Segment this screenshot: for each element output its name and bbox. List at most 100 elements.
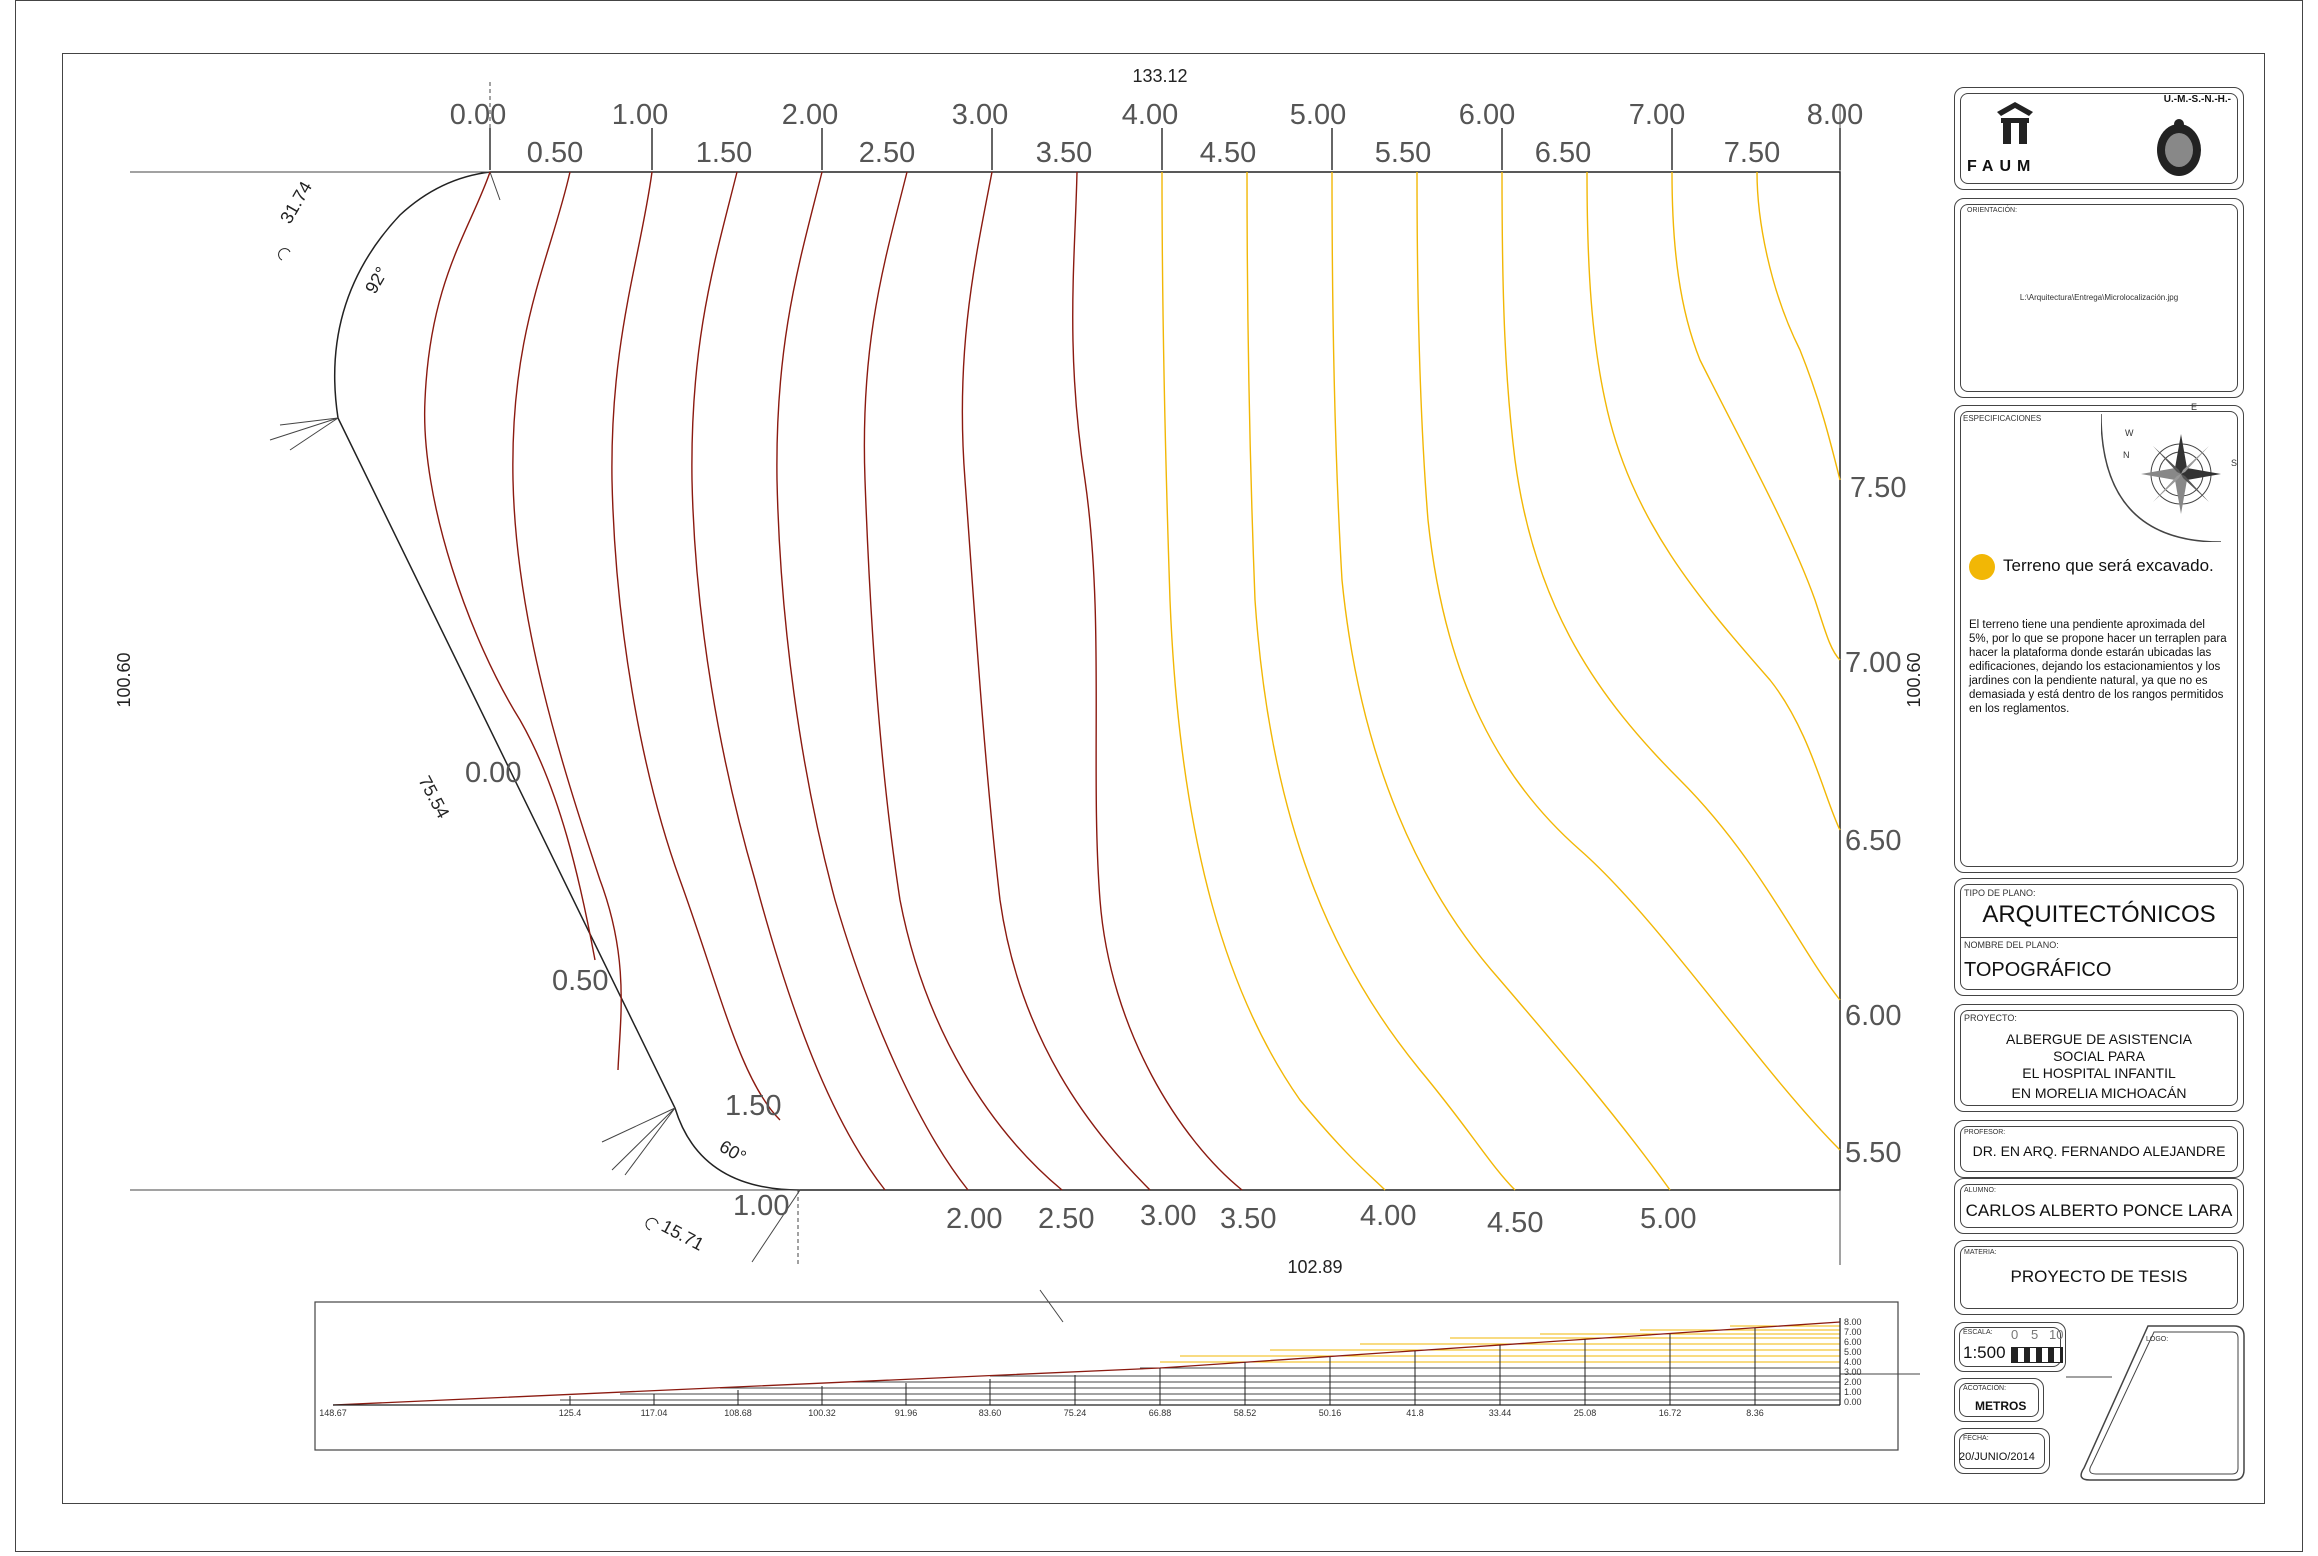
contour-1-00 xyxy=(611,171,781,1121)
tb-acotacion: ACOTACIÓN: METROS xyxy=(1954,1378,2044,1422)
faum-logo-icon xyxy=(1993,98,2037,148)
top-level-3: 3.00 xyxy=(952,99,1008,131)
alumno-label: ALUMNO: xyxy=(1964,1187,1996,1194)
proyecto-line-3: EL HOSPITAL INFANTIL xyxy=(2022,1065,2176,1081)
scale-bar-icon xyxy=(2011,1347,2063,1363)
dim-right: 100.60 xyxy=(1904,652,1924,707)
right-level-0: 7.50 xyxy=(1850,472,1906,504)
contour-3-50 xyxy=(1072,171,1243,1191)
compass-s: S xyxy=(2231,458,2238,468)
right-level-2: 6.50 xyxy=(1845,825,1901,857)
contour-5-50 xyxy=(1416,171,1841,1151)
profile-x-9: 58.52 xyxy=(1234,1408,1257,1418)
escala-value: 1:500 xyxy=(1963,1343,2006,1362)
fecha-value: 20/JUNIO/2014 xyxy=(1959,1451,2035,1463)
property-outline xyxy=(333,171,1841,1191)
materia-label: MATERIA: xyxy=(1964,1249,1997,1256)
top-ticks xyxy=(489,128,1841,170)
contour-4-50 xyxy=(1246,171,1516,1191)
top-level-0: 0.00 xyxy=(450,99,506,131)
bottom-level-1: 2.00 xyxy=(946,1203,1002,1235)
extension-lines xyxy=(130,82,1841,1323)
proyecto-line-2: SOCIAL PARA xyxy=(2053,1048,2145,1064)
top-level-7: 7.00 xyxy=(1629,99,1685,131)
left-level-labels: 0.00 0.50 1.50 xyxy=(465,757,781,1122)
arc-symbol-top xyxy=(278,248,291,261)
contour-6-00 xyxy=(1501,171,1841,1001)
profile-x-12: 33.44 xyxy=(1489,1408,1512,1418)
profile-x-13: 25.08 xyxy=(1574,1408,1597,1418)
tb-header: FAUM U.-M.-S.-N.-H.- xyxy=(1954,87,2244,190)
right-level-3: 6.00 xyxy=(1845,1000,1901,1032)
bottom-level-4: 3.50 xyxy=(1220,1203,1276,1235)
contour-6-50 xyxy=(1586,171,1841,831)
profile-frame xyxy=(314,1301,1899,1451)
tb-proyecto: PROYECTO: ALBERGUE DE ASISTENCIA SOCIAL … xyxy=(1954,1004,2244,1112)
bottom-level-7: 5.00 xyxy=(1640,1203,1696,1235)
alumno-value: CARLOS ALBERTO PONCE LARA xyxy=(1965,1201,2233,1220)
tb-especificaciones: ESPECIFICACIONES N S E W Terreno que ser… xyxy=(1954,402,2244,873)
profile-x-7: 75.24 xyxy=(1064,1408,1087,1418)
top-level-1: 1.00 xyxy=(612,99,668,131)
dim-arc-bottom: 15.71 xyxy=(658,1216,707,1255)
bottom-level-6: 4.50 xyxy=(1487,1207,1543,1239)
cut-legend-swatch xyxy=(1969,554,1995,580)
left-level-2: 1.50 xyxy=(725,1090,781,1122)
bottom-level-3: 3.00 xyxy=(1140,1200,1196,1232)
profile-fill-hatch xyxy=(560,1375,1840,1401)
tb-materia: MATERIA: PROYECTO DE TESIS xyxy=(1954,1240,2244,1315)
top-level-labels: 0.00 1.00 2.00 3.00 4.00 5.00 6.00 7.00 … xyxy=(450,99,1863,169)
tb-escala: ESCALA: 1:500 0 5 10 xyxy=(1954,1322,2066,1372)
sheet-outer-border xyxy=(15,0,2303,1552)
top-minor-0: 0.50 xyxy=(527,137,583,169)
top-minor-1: 1.50 xyxy=(696,137,752,169)
proyecto-line-4: EN MORELIA MICHOACÁN xyxy=(2011,1085,2187,1101)
right-level-4: 5.50 xyxy=(1845,1137,1901,1169)
acotacion-value: METROS xyxy=(1975,1399,2027,1413)
profile-x-2: 117.04 xyxy=(641,1408,668,1418)
profile-y-6: 2.00 xyxy=(1844,1377,1862,1387)
profile-cut-hatch xyxy=(1160,1325,1840,1363)
arc-symbol-bottom xyxy=(645,1217,659,1231)
contour-1-50 xyxy=(691,171,886,1191)
top-minor-6: 6.50 xyxy=(1535,137,1591,169)
tb-alumno: ALUMNO: CARLOS ALBERTO PONCE LARA xyxy=(1954,1178,2244,1234)
contour-4-00 xyxy=(1161,171,1386,1191)
right-level-1: 7.00 xyxy=(1845,647,1901,679)
compass-n: N xyxy=(2123,450,2130,460)
escala-mark-5: 5 xyxy=(2031,1327,2039,1342)
profile-x-14: 16.72 xyxy=(1659,1408,1682,1418)
angle-top: 92° xyxy=(361,263,392,297)
contour-3-00 xyxy=(961,171,1151,1191)
profile-y-3: 5.00 xyxy=(1844,1347,1862,1357)
faum-label: FAUM xyxy=(1967,158,2037,175)
tb-orientacion: ORIENTACIÓN: L:\Arquitectura\Entrega\Mic… xyxy=(1954,198,2244,398)
profile-y-7: 1.00 xyxy=(1844,1387,1862,1397)
profesor-label: PROFESOR: xyxy=(1964,1129,2006,1136)
left-level-0: 0.00 xyxy=(465,757,521,789)
contour-0-50 xyxy=(512,171,622,1071)
acotacion-label: ACOTACIÓN: xyxy=(1963,1385,2007,1392)
orientacion-path: L:\Arquitectura\Entrega\Microlocalizació… xyxy=(2019,293,2179,302)
right-level-labels: 7.50 7.00 6.50 6.00 5.50 xyxy=(1845,472,1906,1169)
tb-divider xyxy=(1960,937,2238,938)
bottom-level-labels: 1.00 2.00 2.50 3.00 3.50 4.00 4.50 5.00 xyxy=(733,1190,1696,1239)
profile-y-4: 4.00 xyxy=(1844,1357,1862,1367)
bottom-level-5: 4.00 xyxy=(1360,1200,1416,1232)
logo-label: LOGO: xyxy=(2146,1336,2169,1343)
contours-fill xyxy=(423,171,1243,1191)
top-level-2: 2.00 xyxy=(782,99,838,131)
sheet-inner-border xyxy=(62,53,2265,1504)
top-level-8: 8.00 xyxy=(1807,99,1863,131)
tipo-label: TIPO DE PLANO: xyxy=(1964,888,2036,898)
contour-2-00 xyxy=(776,171,969,1191)
tb-fecha: FECHA: 20/JUNIO/2014 xyxy=(1954,1428,2050,1474)
profile-y-5: 3.00 xyxy=(1844,1367,1862,1377)
profile-x-5: 91.96 xyxy=(895,1408,918,1418)
profile-x-4: 100.32 xyxy=(808,1408,836,1418)
profile-y-8: 0.00 xyxy=(1844,1397,1862,1407)
profile-x-8: 66.88 xyxy=(1149,1408,1172,1418)
contour-7-50 xyxy=(1756,171,1841,481)
escala-label: ESCALA: xyxy=(1963,1329,1993,1336)
escala-mark-0: 0 xyxy=(2011,1327,2019,1342)
